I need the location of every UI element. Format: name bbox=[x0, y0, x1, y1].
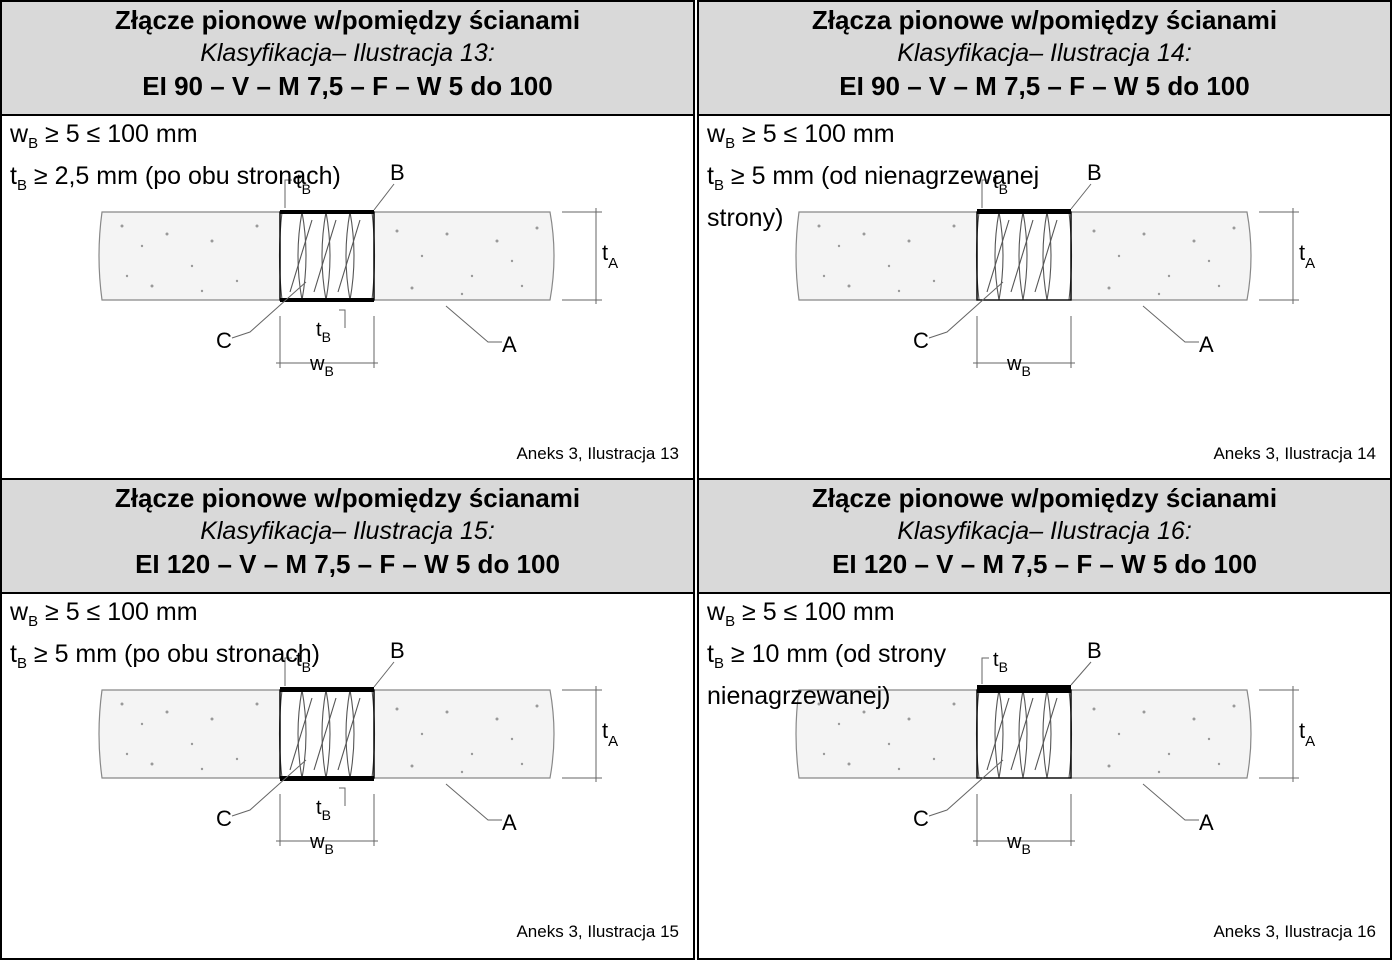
svg-text:wB: wB bbox=[1006, 353, 1031, 379]
cell-header: Złącze pionowe w/pomiędzy ścianami Klasy… bbox=[699, 480, 1390, 594]
svg-text:tA: tA bbox=[1299, 240, 1315, 272]
cell-illustration-14: Złącza pionowe w/pomiędzy ścianami Klasy… bbox=[697, 0, 1392, 482]
seal-b-top bbox=[280, 687, 374, 692]
cell-header: Złącza pionowe w/pomiędzy ścianami Klasy… bbox=[699, 2, 1390, 116]
svg-text:wB: wB bbox=[309, 831, 334, 857]
cell-body: wB ≥ 5 ≤ 100 mm tB ≥ 5 mm (od nienagrzew… bbox=[699, 116, 1390, 480]
cell-body: wB ≥ 5 ≤ 100 mm tB ≥ 2,5 mm (po obu stro… bbox=[2, 116, 693, 480]
svg-text:tB: tB bbox=[316, 797, 331, 823]
cell-illustration-15: Złącze pionowe w/pomiędzy ścianami Klasy… bbox=[0, 478, 695, 960]
cell-title: Złącza pionowe w/pomiędzy ścianami bbox=[811, 5, 1278, 35]
cell-subtitle: Klasyfikacja– Ilustracja 14: bbox=[897, 39, 1192, 67]
seal-b-top bbox=[280, 210, 374, 214]
illustration-caption: Aneks 3, Ilustracja 14 bbox=[1213, 444, 1376, 463]
svg-text:tB: tB bbox=[993, 649, 1008, 675]
insulation-c bbox=[278, 689, 376, 779]
cell-body: wB ≥ 5 ≤ 100 mm tB ≥ 10 mm (od strony ni… bbox=[699, 594, 1390, 958]
concrete-aggregate bbox=[817, 224, 1236, 296]
concrete-aggregate bbox=[120, 702, 539, 774]
joint-drawing: tB B tA C A wB bbox=[795, 638, 1315, 857]
seal-b-top bbox=[977, 685, 1071, 693]
svg-text:tB: tB bbox=[296, 649, 311, 675]
cell-classification: EI 90 – V – M 7,5 – F – W 5 do 100 bbox=[839, 71, 1250, 101]
svg-text:tB: tB bbox=[993, 171, 1008, 197]
svg-text:tA: tA bbox=[602, 718, 618, 750]
cell-title: Złącze pionowe w/pomiędzy ścianami bbox=[114, 483, 581, 513]
concrete-aggregate bbox=[120, 224, 539, 296]
illustration-caption: Aneks 3, Ilustracja 15 bbox=[516, 922, 679, 941]
cell-body: wB ≥ 5 ≤ 100 mm tB ≥ 5 mm (po obu strona… bbox=[2, 594, 693, 958]
insulation-c bbox=[278, 211, 376, 301]
svg-text:C: C bbox=[913, 328, 929, 353]
seal-b-top bbox=[977, 209, 1071, 214]
seal-thickness-spec: ≥ 5 mm (po obu stronach) bbox=[26, 640, 320, 668]
illustration-caption: Aneks 3, Ilustracja 13 bbox=[516, 444, 679, 463]
seal-thickness-spec: ≥ 5 mm (od nienagrzewanej bbox=[723, 162, 1040, 190]
cell-title: Złącze pionowe w/pomiędzy ścianami bbox=[114, 5, 581, 35]
joint-width-spec: ≥ 5 ≤ 100 mm bbox=[735, 120, 895, 148]
cell-subtitle: Klasyfikacja– Ilustracja 16: bbox=[897, 517, 1192, 545]
svg-text:B: B bbox=[1087, 638, 1102, 663]
cell-header: Złącze pionowe w/pomiędzy ścianami Klasy… bbox=[2, 480, 693, 594]
cell-header: Złącze pionowe w/pomiędzy ścianami Klasy… bbox=[2, 2, 693, 116]
svg-text:B: B bbox=[390, 638, 405, 663]
svg-text:A: A bbox=[502, 810, 517, 835]
seal-thickness-spec: ≥ 10 mm (od strony bbox=[723, 640, 947, 668]
svg-text:wB: wB bbox=[309, 353, 334, 379]
svg-text:tA: tA bbox=[602, 240, 618, 272]
seal-b-bottom bbox=[280, 298, 374, 302]
cell-description: wB ≥ 5 ≤ 100 mm tB ≥ 2,5 mm (po obu stro… bbox=[10, 120, 341, 194]
svg-text:wB: wB bbox=[1006, 831, 1031, 857]
joint-width-spec: ≥ 5 ≤ 100 mm bbox=[38, 120, 198, 148]
seal-b-bottom bbox=[280, 776, 374, 781]
cell-classification: EI 120 – V – M 7,5 – F – W 5 do 100 bbox=[135, 549, 560, 579]
cell-description: wB ≥ 5 ≤ 100 mm tB ≥ 10 mm (od strony ni… bbox=[707, 598, 947, 710]
concrete-aggregate bbox=[817, 702, 1236, 774]
svg-text:tA: tA bbox=[1299, 718, 1315, 750]
svg-text:A: A bbox=[1199, 810, 1214, 835]
svg-text:tB: tB bbox=[316, 319, 331, 345]
svg-text:C: C bbox=[216, 328, 232, 353]
joint-drawing: tB B tA C A wB bbox=[795, 160, 1315, 379]
cell-title: Złącze pionowe w/pomiędzy ścianami bbox=[811, 483, 1278, 513]
cell-illustration-16: Złącze pionowe w/pomiędzy ścianami Klasy… bbox=[697, 478, 1392, 960]
svg-text:A: A bbox=[502, 332, 517, 357]
cell-illustration-13: Złącze pionowe w/pomiędzy ścianami Klasy… bbox=[0, 0, 695, 482]
joint-drawing: tB B tA tB C A wB bbox=[98, 638, 618, 857]
svg-text:C: C bbox=[913, 806, 929, 831]
joint-width-spec: ≥ 5 ≤ 100 mm bbox=[735, 598, 895, 626]
joint-drawing: tB B tA tB C A wB bbox=[98, 160, 618, 379]
svg-text:B: B bbox=[390, 160, 405, 185]
cell-description: wB ≥ 5 ≤ 100 mm tB ≥ 5 mm (od nienagrzew… bbox=[707, 120, 1040, 232]
cell-subtitle: Klasyfikacja– Ilustracja 13: bbox=[200, 39, 495, 67]
joint-width-spec: ≥ 5 ≤ 100 mm bbox=[38, 598, 198, 626]
cell-classification: EI 120 – V – M 7,5 – F – W 5 do 100 bbox=[832, 549, 1257, 579]
seal-thickness-spec: ≥ 2,5 mm (po obu stronach) bbox=[26, 162, 341, 190]
cell-subtitle: Klasyfikacja– Ilustracja 15: bbox=[200, 517, 495, 545]
cell-description: wB ≥ 5 ≤ 100 mm tB ≥ 5 mm (po obu strona… bbox=[10, 598, 320, 672]
svg-text:A: A bbox=[1199, 332, 1214, 357]
illustration-caption: Aneks 3, Ilustracja 16 bbox=[1213, 922, 1376, 941]
cell-classification: EI 90 – V – M 7,5 – F – W 5 do 100 bbox=[142, 71, 553, 101]
svg-text:tB: tB bbox=[296, 171, 311, 197]
svg-text:C: C bbox=[216, 806, 232, 831]
svg-text:B: B bbox=[1087, 160, 1102, 185]
